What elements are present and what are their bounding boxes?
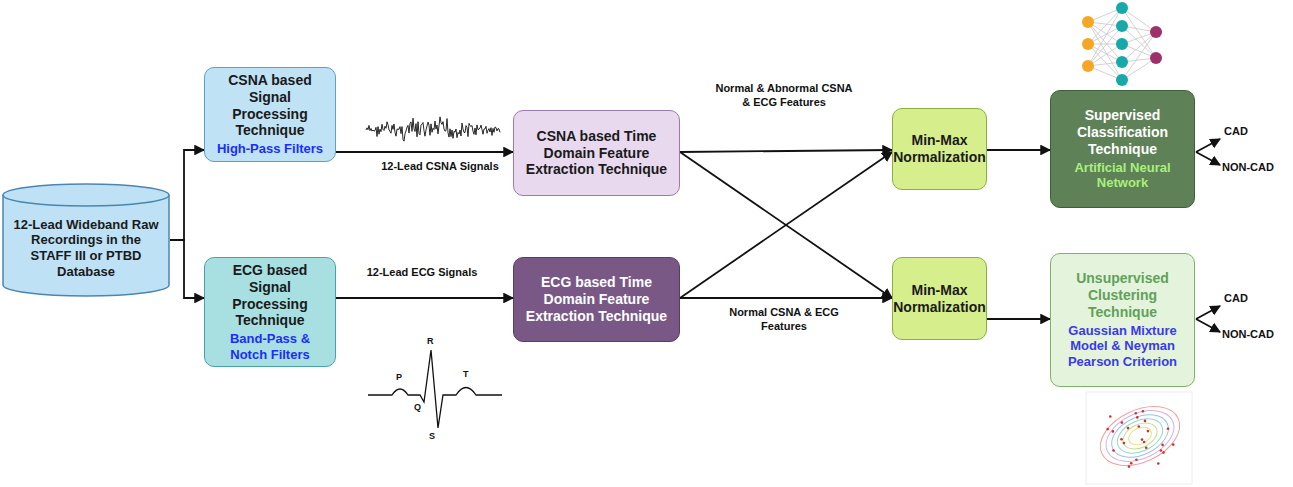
node-title: CSNA based Time Domain Feature Extractio… xyxy=(519,128,674,178)
connector-arrow xyxy=(987,318,1050,320)
node-subtitle: High-Pass Filters xyxy=(217,141,323,157)
wave-point: S xyxy=(429,431,435,441)
output-label: NON-CAD xyxy=(1222,328,1274,340)
connector-arrow xyxy=(680,150,892,152)
edge-label: Normal CSNA & ECG Features xyxy=(712,306,856,334)
ecg-waveform xyxy=(368,350,502,428)
process-box: Min-Max Normalization xyxy=(892,257,987,340)
wave-point: Q xyxy=(414,402,421,412)
wave-point: P xyxy=(396,372,402,382)
node-title: ECG based Signal Processing Technique xyxy=(210,262,330,329)
output-arrows xyxy=(1196,139,1220,332)
database-cylinder: 12-Lead Wideband Raw Recordings in the S… xyxy=(2,183,170,297)
edge-label: 12-Lead ECG Signals xyxy=(350,266,494,280)
process-box: CSNA based Time Domain Feature Extractio… xyxy=(513,110,680,196)
edge-label: Normal & Abnormal CSNA & ECG Features xyxy=(712,82,856,110)
node-subtitle: Band-Pass & Notch Filters xyxy=(210,331,330,362)
plot-frame xyxy=(1086,392,1192,484)
node-title: Supervised Classification Technique xyxy=(1056,107,1189,157)
process-box: ECG based Time Domain Feature Extraction… xyxy=(513,257,680,342)
connector-arrow xyxy=(987,149,1050,151)
connector-arrow xyxy=(680,152,892,298)
output-label: NON-CAD xyxy=(1222,161,1274,173)
connector-arrow xyxy=(170,150,204,240)
node-title: CSNA based Signal Processing Technique xyxy=(210,72,330,139)
node-title: Min-Max Normalization xyxy=(893,132,986,166)
node-title: Min-Max Normalization xyxy=(893,282,986,316)
scatter-plot-icon xyxy=(1086,392,1192,484)
node-title: ECG based Time Domain Feature Extraction… xyxy=(519,274,674,324)
process-box: CSNA based Signal Processing TechniqueHi… xyxy=(204,67,336,162)
connector-arrow xyxy=(336,297,513,299)
output-label: CAD xyxy=(1224,125,1248,137)
node-title: 12-Lead Wideband Raw Recordings in the S… xyxy=(10,217,162,279)
connector-arrow xyxy=(170,240,204,298)
connector-arrow xyxy=(680,152,892,298)
clustering-box: Unsupervised Clustering TechniqueGaussia… xyxy=(1050,253,1195,387)
connector-arrow xyxy=(680,297,892,299)
connector-arrow xyxy=(336,151,513,153)
process-box: ECG based Signal Processing TechniqueBan… xyxy=(204,257,336,367)
classifier-box: Supervised Classification TechniqueArtif… xyxy=(1050,90,1195,208)
csna-trace xyxy=(366,117,500,141)
ecg-trace xyxy=(368,350,502,428)
edge-label: 12-Lead CSNA Signals xyxy=(368,160,512,174)
node-subtitle: Artificial Neural Network xyxy=(1056,160,1189,191)
output-label: CAD xyxy=(1224,292,1248,304)
csna-waveform xyxy=(366,117,500,141)
process-box: Min-Max Normalization xyxy=(892,108,987,190)
wave-point: T xyxy=(463,369,469,379)
node-subtitle: Gaussian Mixture Model & Neyman Pearson … xyxy=(1056,323,1189,370)
wave-point: R xyxy=(427,336,434,346)
node-title: Unsupervised Clustering Technique xyxy=(1056,270,1189,320)
neural-network-icon xyxy=(1082,2,1162,86)
